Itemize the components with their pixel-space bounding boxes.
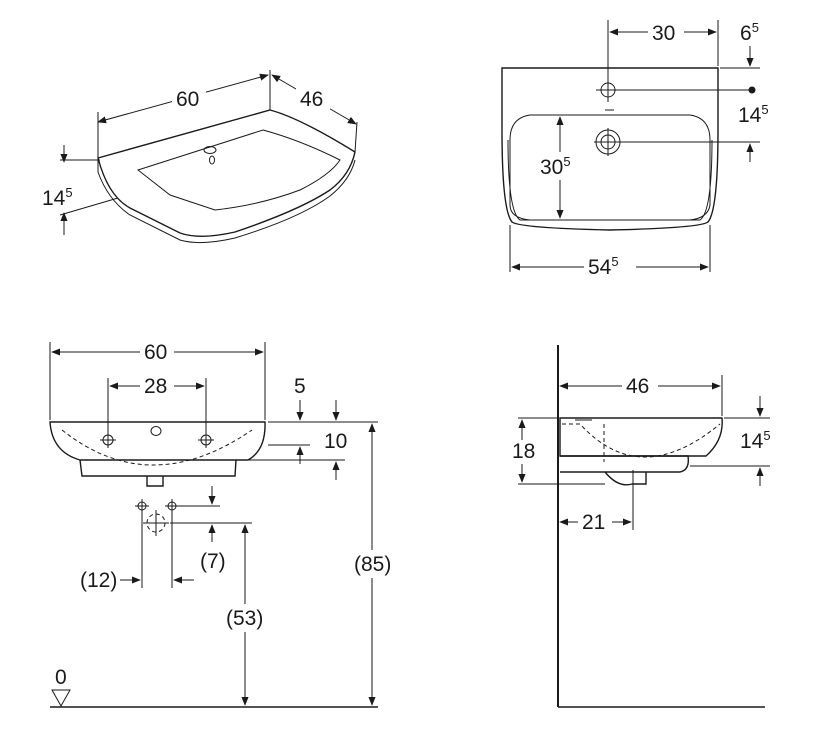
waste-outlet-mark: [143, 510, 169, 536]
side-outlet: [604, 471, 647, 486]
front-bowl-hidden: [61, 429, 253, 466]
floor-level-label: 0: [55, 666, 67, 689]
fixing-hole-left: [100, 432, 116, 448]
tap-hole-mark: [596, 78, 620, 102]
perspective-depth-label: 46: [300, 88, 323, 111]
side-pedestal-outline: [560, 455, 690, 473]
floor-level-symbol: [51, 689, 71, 708]
top-inner-front: [507, 139, 713, 221]
perspective-view: 60 46 145: [42, 70, 358, 244]
rim-drop-label: 5: [294, 375, 306, 398]
basin-front-edge: [97, 158, 356, 244]
side-basin-outline: [559, 417, 723, 457]
top-margin-label: 65: [740, 20, 759, 45]
front-basin-outline: [49, 421, 266, 461]
fixing-hole-right: [198, 432, 214, 448]
side-overall-height-label: 18: [512, 440, 535, 463]
side-bowl-hidden: [562, 423, 721, 458]
front-pedestal-outline: [79, 459, 237, 477]
top-outline: [501, 67, 719, 231]
bowl-width-label: 545: [588, 254, 619, 279]
front-view: 60 28 5 10 (: [49, 339, 400, 708]
front-width-label: 60: [144, 341, 167, 364]
outlet-height-label: (53): [226, 607, 263, 630]
side-depth-label: 46: [626, 375, 649, 398]
basin-rim-inner: [136, 129, 341, 211]
perspective-height-label: 145: [42, 185, 73, 210]
tap-drain-label: 145: [738, 102, 769, 127]
bowl-height-label: 10: [324, 430, 347, 453]
rim-height-label: (85): [354, 553, 391, 576]
side-view: 46 18 145 21: [508, 345, 771, 708]
outlet-drop-label: (7): [200, 550, 226, 573]
supply-connection-left: [135, 499, 149, 513]
drain-mark: [594, 128, 622, 156]
overflow-hole: [209, 155, 215, 165]
side-bowl-height-label: 145: [740, 428, 771, 453]
fixing-spacing-label: 28: [144, 375, 167, 398]
bowl-depth-label: 305: [540, 154, 571, 179]
supply-connection-right: [165, 499, 179, 513]
overflow-mark: [150, 426, 162, 436]
perspective-width-label: 60: [176, 88, 199, 111]
top-view: 30 65 145 305 545: [501, 20, 769, 280]
front-outlet: [146, 476, 164, 487]
tap-offset-label: 30: [652, 22, 675, 45]
side-outlet-distance-label: 21: [582, 511, 605, 534]
supply-spacing-label: (12): [80, 569, 117, 592]
basin-outline: [97, 109, 356, 237]
tap-hole: [203, 146, 217, 154]
